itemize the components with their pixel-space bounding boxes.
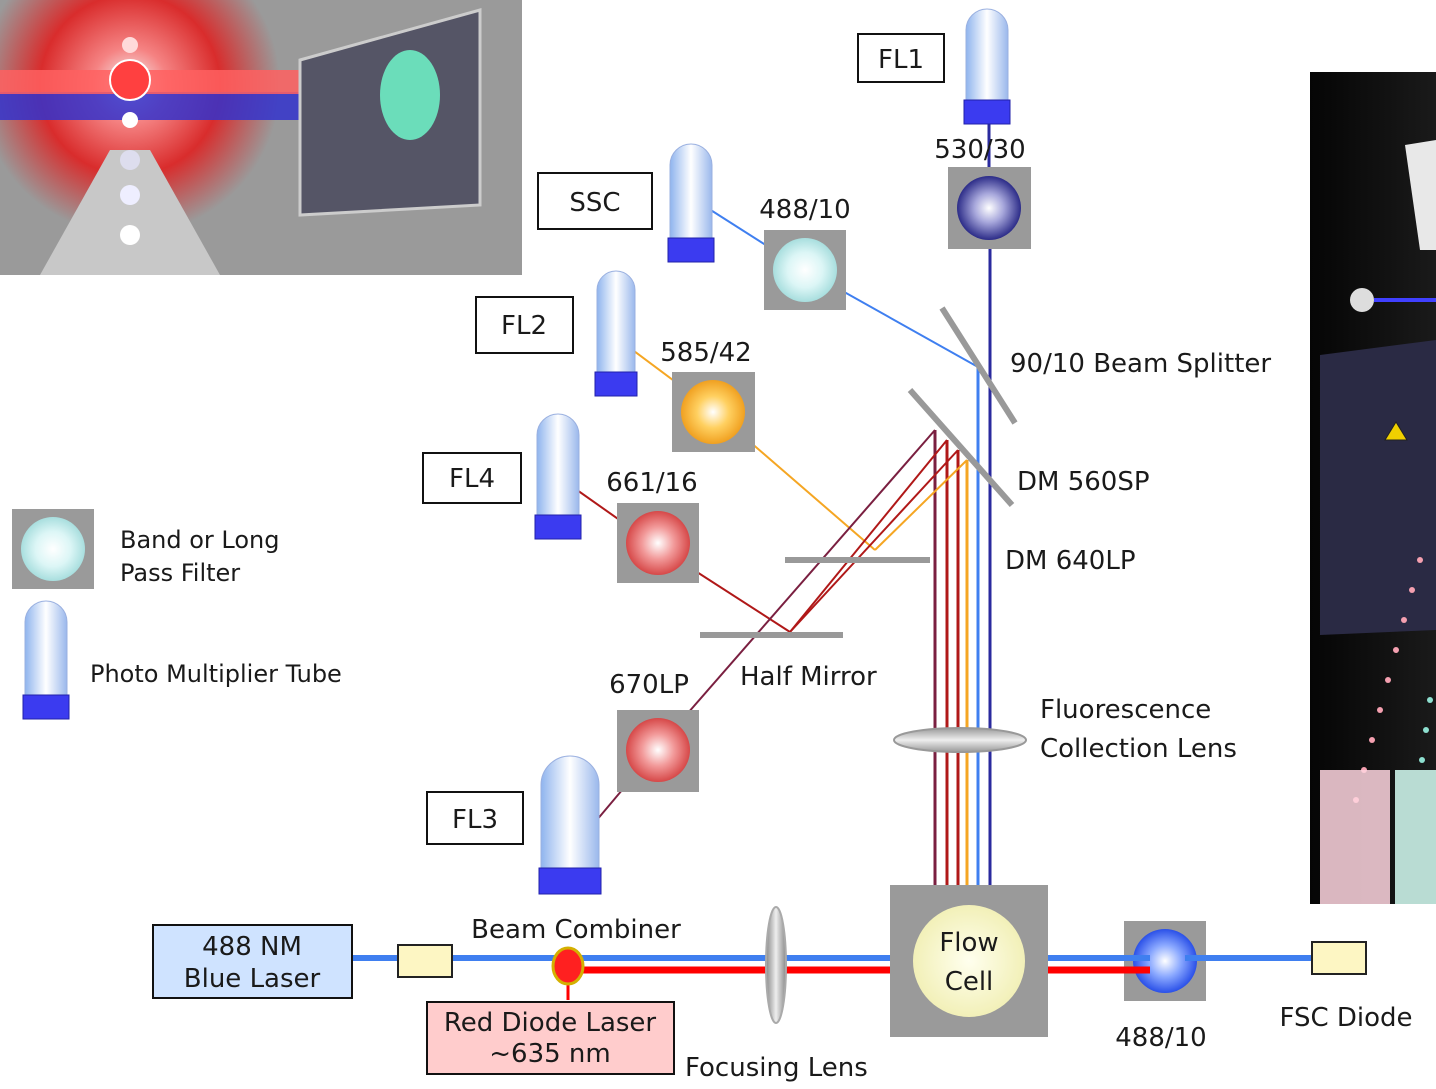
filter-530-30 <box>948 167 1031 249</box>
dm640-label: DM 640LP <box>1005 546 1136 576</box>
legend-filter-label-1: Band or Long <box>120 526 280 554</box>
filter-661-16 <box>617 503 699 583</box>
red-laser-label-2: ~635 nm <box>489 1039 610 1069</box>
pmt-ssc <box>667 143 715 263</box>
blue-laser-shutter <box>397 944 453 978</box>
legend <box>12 509 94 720</box>
mirrors <box>700 306 1018 638</box>
blue-laser-label-1: 488 NM <box>202 932 302 962</box>
half-mirror-label: Half Mirror <box>740 662 877 692</box>
fl2-label: FL2 <box>501 311 547 341</box>
filter-670lp <box>617 710 699 792</box>
ssc-label: SSC <box>569 188 620 218</box>
interrogation-point-illustration <box>0 0 522 275</box>
blue-laser-box <box>152 924 353 999</box>
pmt-fl4 <box>534 413 582 540</box>
pmt-fl3 <box>538 755 602 895</box>
pmt-fl2 <box>594 270 638 397</box>
fl3-label: FL3 <box>452 805 498 835</box>
legend-pmt-swatch <box>24 600 68 696</box>
filter-661-label: 661/16 <box>606 468 697 498</box>
sorter-illustration <box>1310 72 1436 904</box>
excitation-beams <box>352 955 1312 1000</box>
flow-cell-label-2: Cell <box>945 967 994 997</box>
fl1-label-box <box>857 33 945 83</box>
fl4-label: FL4 <box>449 464 495 494</box>
filter-585-42 <box>672 372 755 452</box>
fl2-label-box <box>475 296 574 354</box>
fsc-diode <box>1311 941 1367 975</box>
legend-filter-label-2: Pass Filter <box>120 559 240 587</box>
flow-cell <box>890 885 1048 1037</box>
beam-combiner <box>551 946 585 986</box>
beam-splitter-label: 90/10 Beam Splitter <box>1010 349 1271 379</box>
filter-488-fsc-label: 488/10 <box>1115 1023 1206 1053</box>
filter-488-ssc-label: 488/10 <box>759 195 850 225</box>
red-laser-box <box>426 1001 675 1075</box>
filter-488-10-ssc <box>764 230 846 310</box>
focusing-lens-label: Focusing Lens <box>685 1053 868 1083</box>
collection-lens <box>893 727 1027 753</box>
filter-585-label: 585/42 <box>660 338 751 368</box>
blue-laser-label-2: Blue Laser <box>184 964 321 994</box>
ssc-label-box <box>537 172 653 230</box>
collection-lens-label-1: Fluorescence <box>1040 695 1211 725</box>
red-laser-label-1: Red Diode Laser <box>444 1008 657 1038</box>
fl3-label-box <box>426 791 524 845</box>
filter-670lp-label: 670LP <box>609 670 689 700</box>
filter-530-label: 530/30 <box>934 135 1025 165</box>
legend-pmt-label: Photo Multiplier Tube <box>90 660 342 688</box>
fsc-diode-label: FSC Diode <box>1279 1003 1412 1033</box>
pmt-fl1 <box>963 8 1011 125</box>
focusing-lens <box>765 906 787 1024</box>
fl1-label: FL1 <box>878 45 924 75</box>
beam-combiner-label: Beam Combiner <box>471 915 681 945</box>
flow-cell-label-1: Flow <box>939 928 998 958</box>
fl4-label-box <box>422 452 522 504</box>
collection-lens-label-2: Collection Lens <box>1040 734 1237 764</box>
dm560-label: DM 560SP <box>1017 467 1150 497</box>
